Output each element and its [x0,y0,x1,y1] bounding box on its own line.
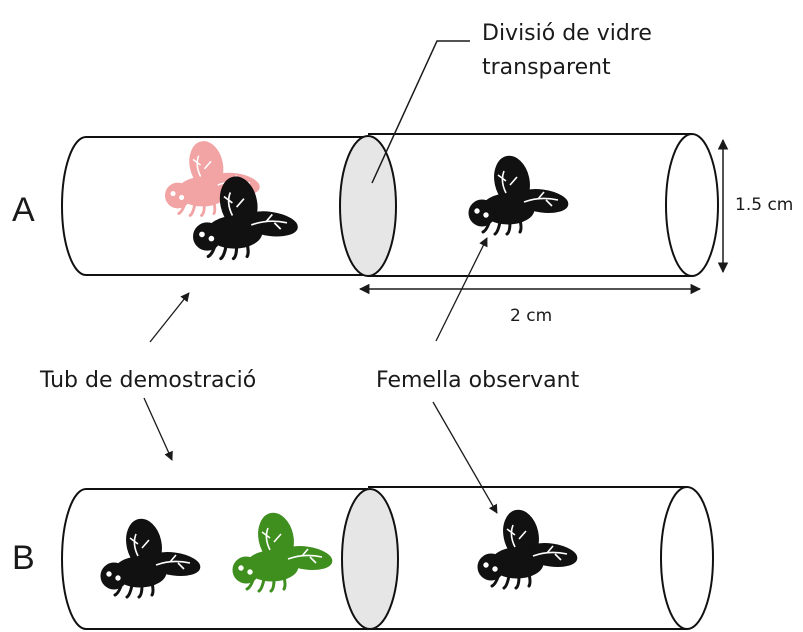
row-a: A 1.5 cm 2 cm [12,133,793,326]
glass-partition-a [339,135,397,277]
row-b: B [12,486,714,630]
fly-green-demonstrator [231,508,335,593]
row-b-label: B [12,539,35,577]
observer-arrow-up [435,237,488,342]
length-label: 2 cm [510,306,552,326]
partition-leader-line [371,40,470,184]
partition-label-line2: transparent [482,55,611,80]
fly-black-observer-b [476,505,580,590]
observer-tube-b [368,486,714,630]
demo-tube-label: Tub de demostració [39,368,256,393]
partition-label-line1: Divisió de vidre [482,21,652,46]
observer-arrow-down [432,401,498,514]
demo-tube-arrow-up [149,292,190,343]
demo-tube-b [61,488,368,630]
fly-black-observer-a [467,151,571,236]
annotations: Divisió de vidre transparent Tub de demo… [39,21,652,514]
observer-female-label: Femella observant [376,368,580,393]
row-a-label: A [12,191,35,229]
fly-black-demonstrator-b [99,514,203,599]
demo-tube-arrow-down [143,397,173,461]
glass-partition-b [341,488,399,630]
diameter-label: 1.5 cm [735,195,793,215]
demo-tube-a [61,136,365,276]
